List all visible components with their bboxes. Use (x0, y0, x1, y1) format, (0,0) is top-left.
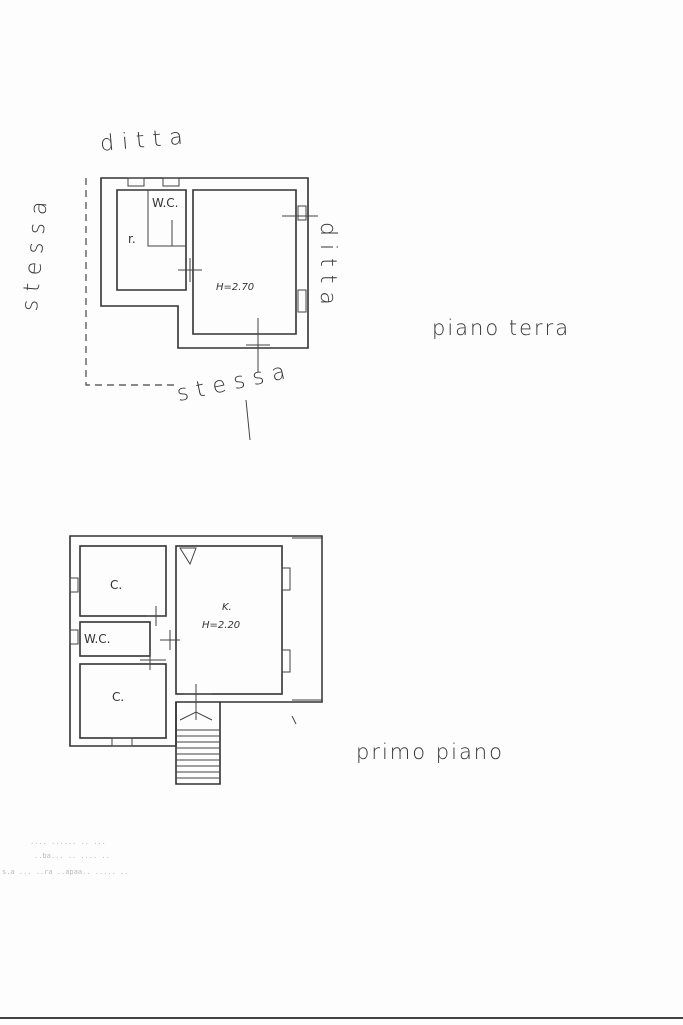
footer-note-1: .... ...... .. ... (30, 838, 106, 846)
ground-floor-title: piano terra (432, 316, 571, 340)
ground-height-label: H=2.70 (216, 282, 255, 293)
first-window-3 (111, 737, 133, 747)
first-floor-title: primo piano (356, 740, 504, 764)
ground-window-3 (297, 205, 307, 221)
first-window-5 (281, 649, 291, 673)
first-kitchen (175, 545, 283, 695)
first-kitchen-label: K. (222, 602, 232, 613)
first-room-top-label: C. (110, 578, 123, 592)
ground-room-label: r. (128, 232, 136, 246)
first-room-top (79, 545, 167, 617)
first-flue (179, 547, 197, 566)
ground-outer-wall (100, 177, 309, 349)
first-window-1 (69, 577, 79, 593)
ground-neighbor-right: ditta (315, 222, 340, 313)
ground-wc-label: W.C. (152, 196, 179, 210)
first-window-2 (69, 629, 79, 645)
footer-note-2: ..ba... .. .... .. (34, 852, 110, 860)
first-door-3 (140, 650, 166, 670)
ground-window-1 (127, 177, 145, 187)
ground-window-2 (162, 177, 180, 187)
axis-mark (245, 399, 251, 441)
staircase (175, 702, 221, 785)
ground-floor-plan (85, 177, 318, 441)
footer-note-3: s.a ... ..ra ..apaa.. ..... .. (2, 868, 129, 876)
ground-wc-partition (147, 190, 186, 247)
first-door-4 (184, 684, 212, 720)
balcony-mark (291, 715, 297, 725)
courtyard-outline (85, 178, 178, 386)
first-door-1 (146, 606, 166, 626)
ground-main-room-wall (192, 189, 297, 335)
ground-left-room-wall (116, 189, 187, 291)
first-floor-plan (69, 535, 323, 785)
ground-window-4 (297, 289, 307, 313)
ground-door-1 (178, 258, 202, 282)
first-window-4 (281, 567, 291, 591)
first-wc-room (79, 621, 151, 657)
ground-door-3 (246, 318, 270, 372)
balcony-frame (292, 537, 323, 701)
first-door-2 (160, 630, 180, 650)
first-height-label: H=2.20 (202, 620, 241, 631)
first-room-bottom-label: C. (112, 690, 125, 704)
first-wc-label: W.C. (84, 632, 111, 646)
